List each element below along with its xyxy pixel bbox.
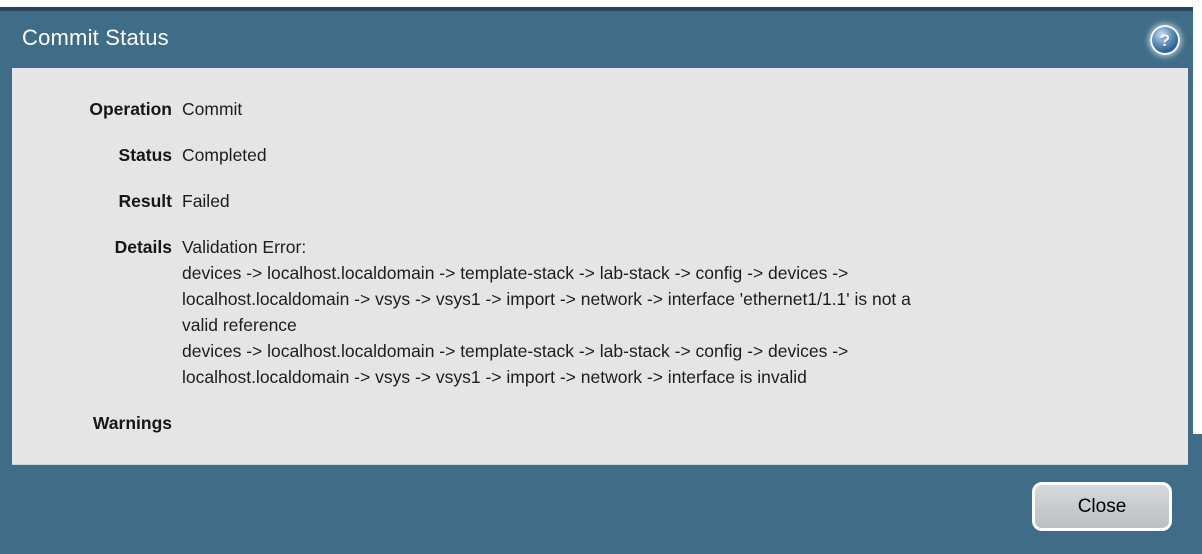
status-label: Status bbox=[118, 145, 172, 165]
details-line: localhost.localdomain -> vsys -> vsys1 -… bbox=[182, 367, 807, 387]
result-value: Failed bbox=[182, 191, 230, 211]
details-value: Validation Error: devices -> localhost.l… bbox=[182, 234, 911, 390]
details-line: Validation Error: bbox=[182, 237, 307, 257]
help-icon[interactable]: ? bbox=[1150, 25, 1180, 55]
background-page-strip bbox=[1193, 0, 1202, 434]
field-row-operation: Operation Commit bbox=[12, 96, 1188, 122]
details-line: devices -> localhost.localdomain -> temp… bbox=[182, 263, 849, 283]
details-line: devices -> localhost.localdomain -> temp… bbox=[182, 341, 849, 361]
operation-label: Operation bbox=[89, 99, 172, 119]
result-label: Result bbox=[118, 191, 172, 211]
details-line: valid reference bbox=[182, 315, 297, 335]
warnings-label: Warnings bbox=[92, 413, 172, 433]
dialog-title: Commit Status bbox=[22, 24, 169, 50]
dialog-titlebar: Commit Status bbox=[0, 11, 1193, 64]
field-row-result: Result Failed bbox=[12, 188, 1188, 214]
details-label: Details bbox=[114, 237, 172, 257]
status-value: Completed bbox=[182, 145, 267, 165]
commit-status-dialog: Commit Status ? Operation Commit Status … bbox=[0, 7, 1202, 554]
field-row-details: Details Validation Error: devices -> loc… bbox=[12, 234, 1188, 390]
field-row-status: Status Completed bbox=[12, 142, 1188, 168]
details-line: localhost.localdomain -> vsys -> vsys1 -… bbox=[182, 289, 911, 309]
dialog-body-panel: Operation Commit Status Completed Result… bbox=[12, 68, 1188, 465]
close-button[interactable]: Close bbox=[1032, 482, 1172, 531]
operation-value: Commit bbox=[182, 99, 243, 119]
field-row-warnings: Warnings bbox=[12, 410, 1188, 436]
